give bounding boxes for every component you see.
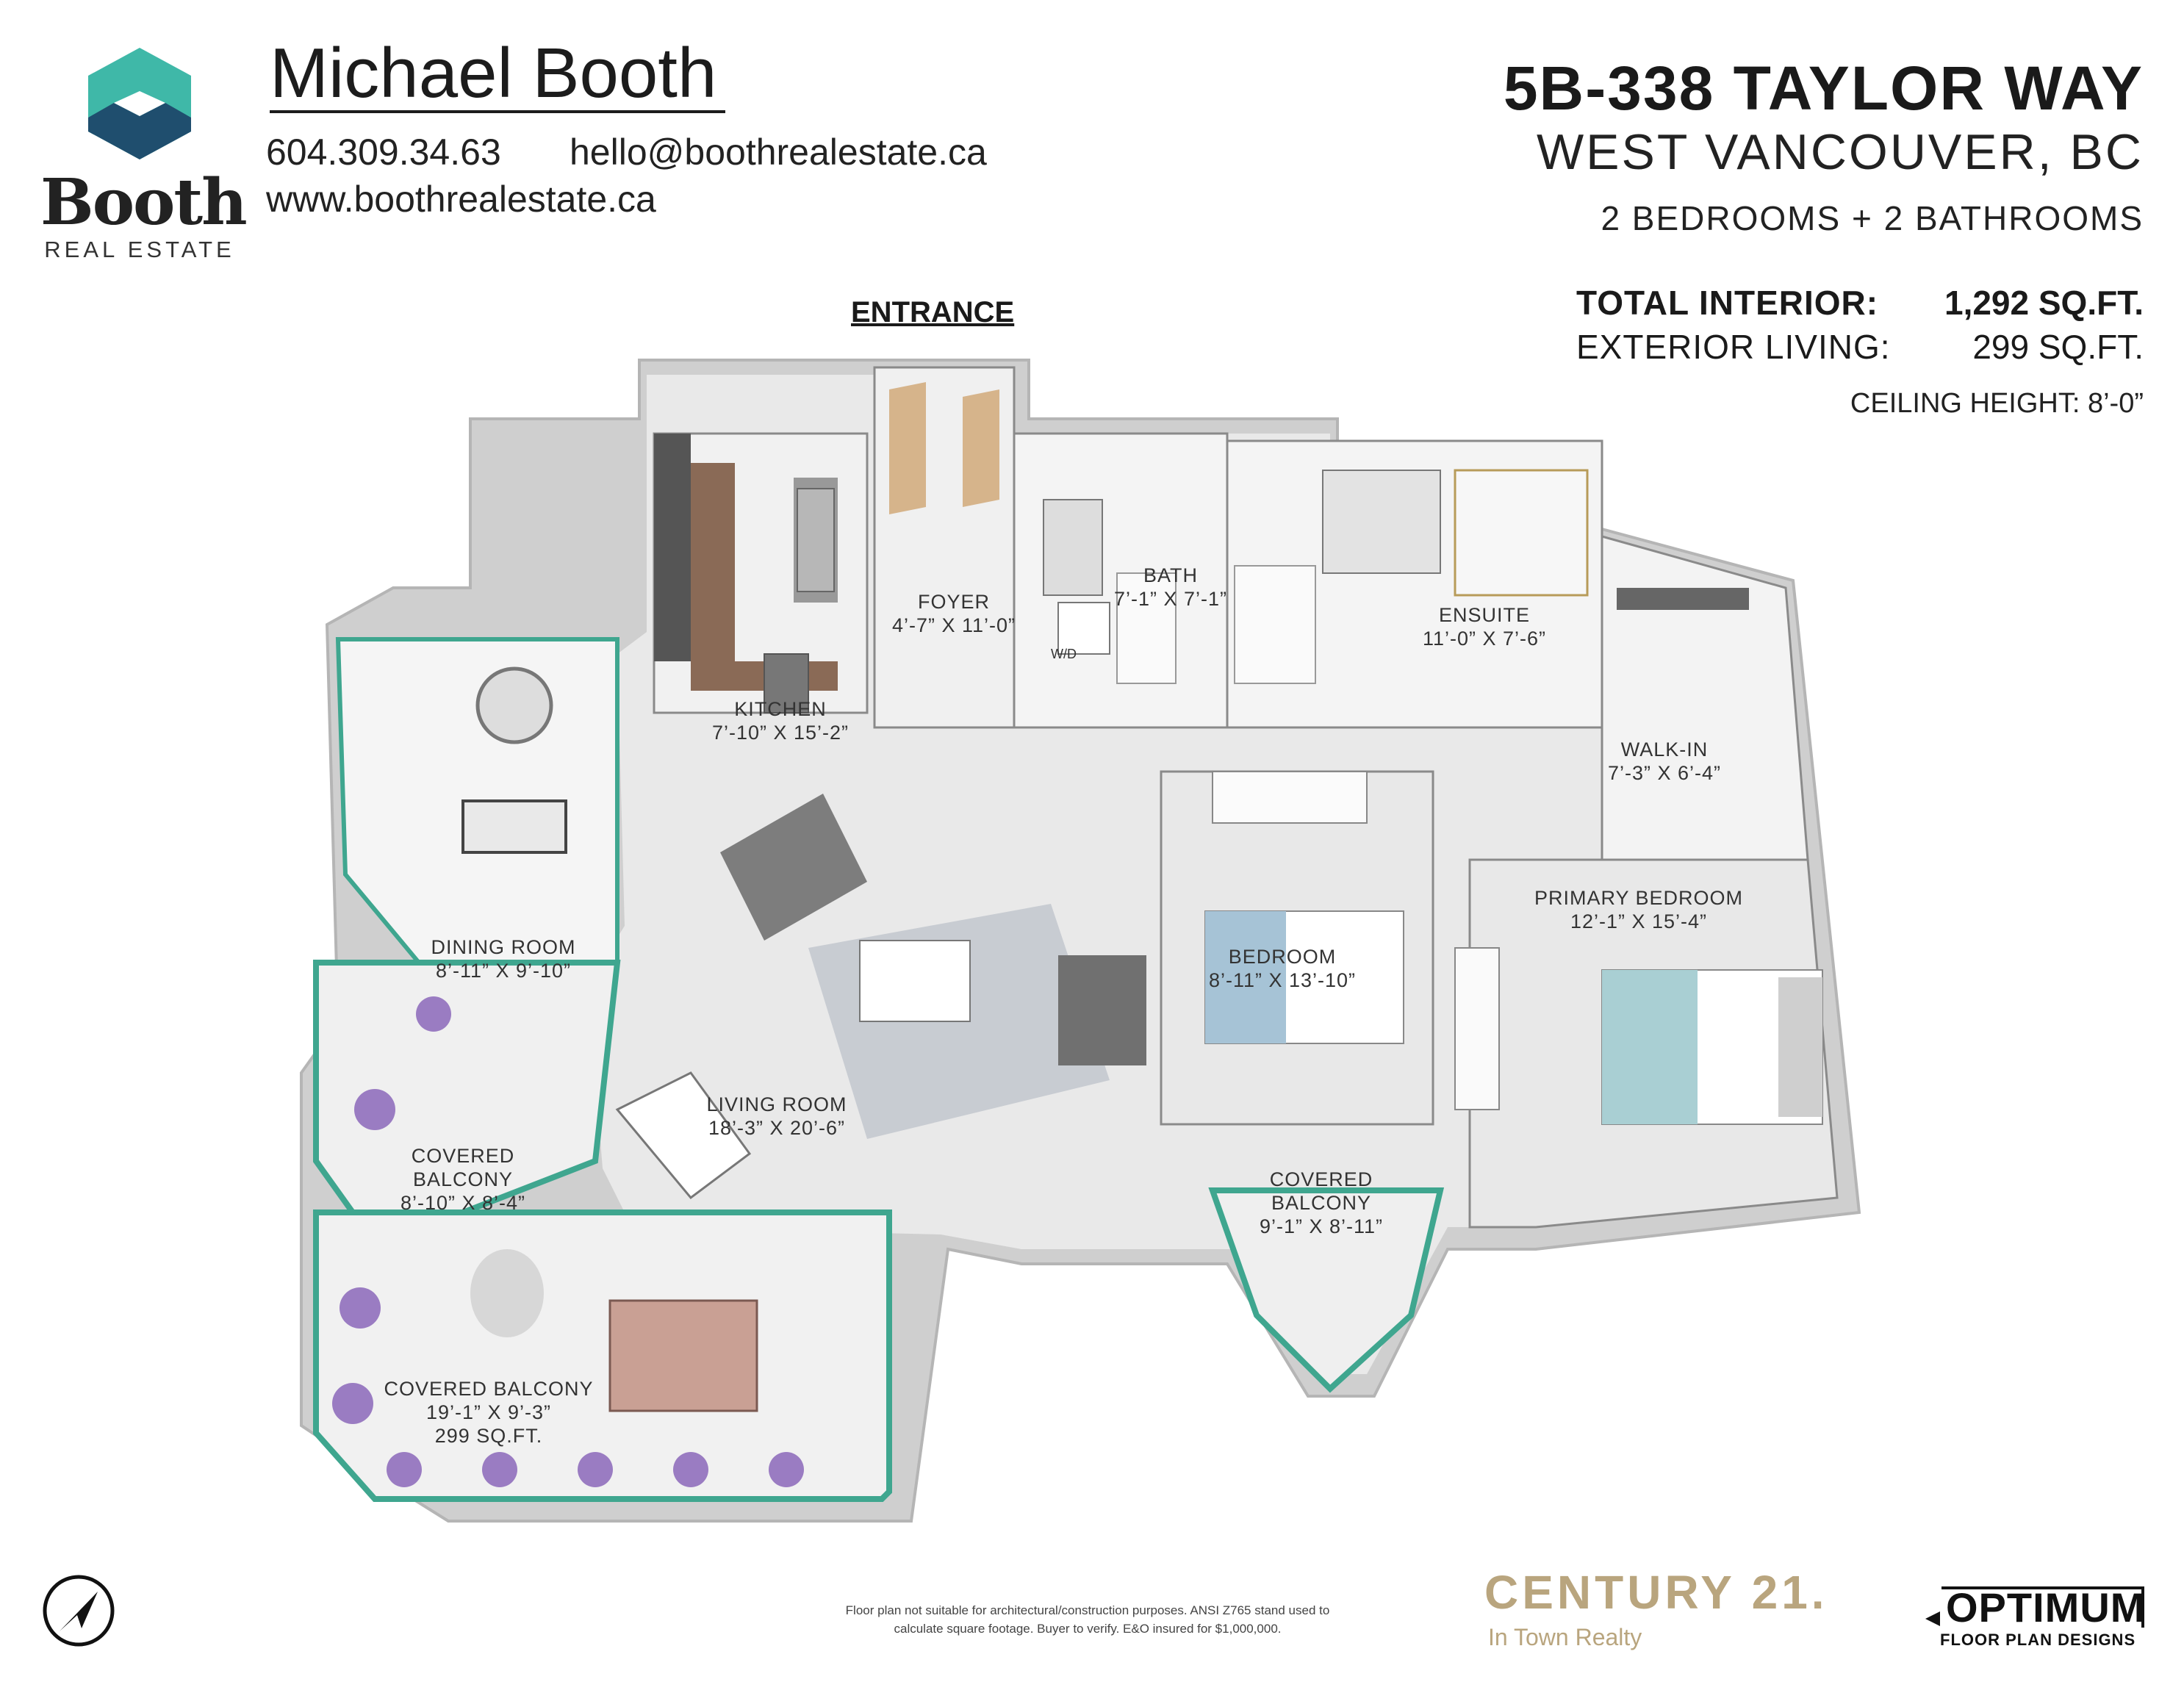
address-line-2: WEST VANCOUVER, BC [1536,124,2144,180]
brokerage-logo: CENTURY 21. [1484,1566,1828,1619]
north-arrow-icon [40,1572,117,1649]
entrance-label: ENTRANCE [851,296,1015,328]
total-interior-label: TOTAL INTERIOR: [1576,284,1879,322]
designer-subtitle: FLOOR PLAN DESIGNS [1940,1631,2136,1649]
beds-baths: 2 BEDROOMS + 2 BATHROOMS [1601,199,2144,237]
designer-logo: OPTIMUM FLOOR PLAN DESIGNS [1925,1584,2146,1650]
booth-hexagon-logo-icon [88,48,191,159]
ceiling-height: CEILING HEIGHT: 8’-0” [1850,388,2144,419]
designer-frame-icon [1925,1586,2144,1628]
agent-name: Michael Booth [270,34,717,112]
brand-subtitle: REAL ESTATE [44,237,235,262]
exterior-label: EXTERIOR LIVING: [1576,328,1891,366]
disclaimer: Floor plan not suitable for architectura… [845,1603,1330,1636]
agent-phone[interactable]: 604.309.34.63 [266,132,501,173]
total-interior-value: 1,292 SQ.FT. [1944,284,2144,322]
brand-wordmark: Booth [40,165,248,240]
agent-name-underline [270,110,725,113]
designer-wordmark: OPTIMUM [1946,1584,2146,1631]
brand-logo: Booth REAL ESTATE [40,44,248,265]
washer-dryer-label: W/D [1051,647,1077,661]
agent-website[interactable]: www.boothrealestate.ca [266,179,656,220]
brokerage-subtitle: In Town Realty [1488,1624,1642,1650]
exterior-value: 299 SQ.FT. [1972,328,2144,366]
agent-email[interactable]: hello@boothrealestate.ca [570,132,987,173]
floor-plan-drawing [300,359,1861,1523]
address-line-1: 5B-338 TAYLOR WAY [1503,54,2144,123]
